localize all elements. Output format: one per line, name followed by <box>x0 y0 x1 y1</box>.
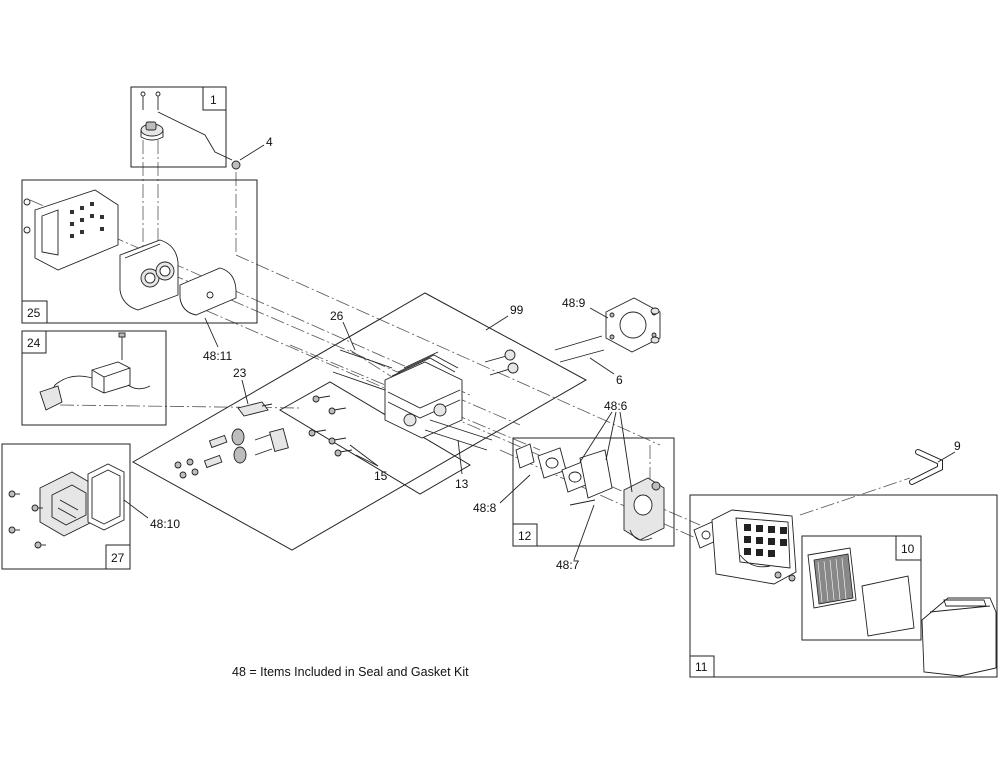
box-24: 24 <box>21 330 167 426</box>
box-10-number: 10 <box>901 542 915 556</box>
callout-26-label: 26 <box>330 309 344 323</box>
kit-footnote: 48 = Items Included in Seal and Gasket K… <box>232 665 469 679</box>
callout-6: 6 <box>589 357 623 387</box>
callout-48-7-label: 48:7 <box>556 558 580 572</box>
callout-15-label: 15 <box>374 469 388 483</box>
callout-4-label: 4 <box>266 135 273 149</box>
box-1-number: 1 <box>210 93 217 107</box>
callout-48-8-label: 48:8 <box>473 501 497 515</box>
box-12: 12 <box>512 437 675 547</box>
head-gasket-group <box>554 297 661 363</box>
box-25: 25 <box>21 179 258 324</box>
box-10: 10 <box>801 535 922 641</box>
callout-4: 4 <box>231 135 273 170</box>
callout-9: 9 <box>937 439 961 463</box>
callout-99-label: 99 <box>510 303 524 317</box>
box-12-number: 12 <box>518 529 532 543</box>
callout-13-label: 13 <box>455 477 469 491</box>
callout-9-label: 9 <box>954 439 961 453</box>
box-24-number: 24 <box>27 336 41 350</box>
box-11: 11 <box>689 494 998 678</box>
callout-15: 15 <box>349 444 388 483</box>
box-11-number: 11 <box>695 660 708 674</box>
valve-parts <box>174 427 289 479</box>
callout-48-6: 48:6 <box>579 399 633 493</box>
box-1: 1 <box>130 86 233 168</box>
callout-48-11: 48:11 <box>203 317 232 363</box>
callout-26: 26 <box>330 309 356 351</box>
callout-99: 99 <box>485 303 524 331</box>
alignment-lines <box>29 140 911 541</box>
callout-6-label: 6 <box>616 373 623 387</box>
callout-48-11-label: 48:11 <box>203 349 232 363</box>
breather-tube <box>909 449 943 485</box>
callout-13: 13 <box>455 439 469 491</box>
box-99 <box>131 292 588 551</box>
callout-48-6-label: 48:6 <box>604 399 628 413</box>
callout-48-7: 48:7 <box>556 504 595 572</box>
callout-48-9: 48:9 <box>562 296 609 319</box>
callout-23: 23 <box>233 366 249 405</box>
box-27: 27 <box>1 443 131 570</box>
callout-48-8: 48:8 <box>473 474 531 515</box>
head-bolts <box>308 395 353 457</box>
box-25-number: 25 <box>27 306 41 320</box>
callout-48-10: 48:10 <box>123 499 180 531</box>
callout-23-label: 23 <box>233 366 247 380</box>
callout-48-10-label: 48:10 <box>150 517 180 531</box>
callout-48-9-label: 48:9 <box>562 296 586 310</box>
box-27-number: 27 <box>111 551 125 565</box>
